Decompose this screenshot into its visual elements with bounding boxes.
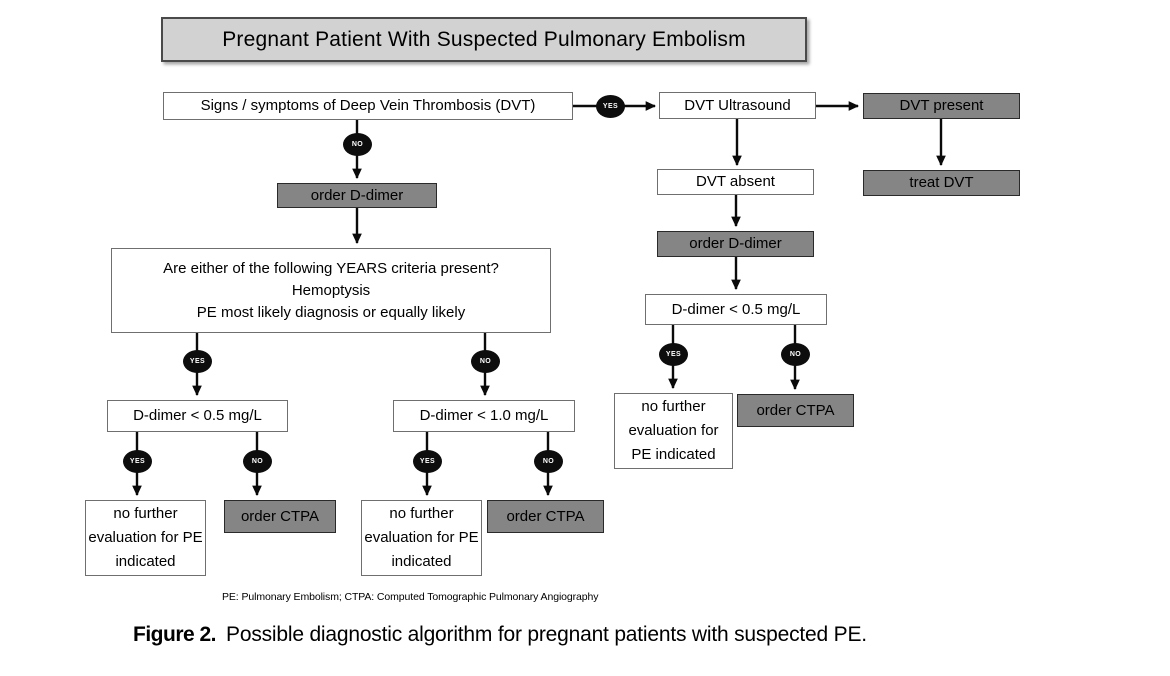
- no-ellipse-ddimer-left: NO: [243, 450, 272, 473]
- years-question: Are either of the following YEARS criter…: [163, 260, 499, 277]
- node-no-further-left: no further evaluation for PE indicated: [85, 500, 206, 576]
- no-ellipse-ddimer-right: NO: [781, 343, 810, 366]
- node-ddimer-05-left: D-dimer < 0.5 mg/L: [107, 400, 288, 432]
- yes-ellipse-ddimer-right: YES: [659, 343, 688, 366]
- node-signs-symptoms-dvt: Signs / symptoms of Deep Vein Thrombosis…: [163, 92, 573, 120]
- node-dvt-ultrasound: DVT Ultrasound: [659, 92, 816, 119]
- node-dvt-absent: DVT absent: [657, 169, 814, 195]
- flowchart-title: Pregnant Patient With Suspected Pulmonar…: [161, 17, 807, 62]
- node-dvt-present: DVT present: [863, 93, 1020, 119]
- node-years-criteria: Are either of the following YEARS criter…: [111, 248, 551, 333]
- figure-caption: Figure 2. Possible diagnostic algorithm f…: [133, 623, 867, 647]
- years-criterion-pe-likely: PE most likely diagnosis or equally like…: [196, 304, 466, 321]
- yes-ellipse-ddimer-10: YES: [413, 450, 442, 473]
- node-no-further-right: no further evaluation for PE indicated: [614, 393, 733, 469]
- figure-caption-label: Figure 2.: [133, 623, 217, 646]
- node-treat-dvt: treat DVT: [863, 170, 1020, 196]
- yes-ellipse-ddimer-left: YES: [123, 450, 152, 473]
- node-order-ctpa-mid: order CTPA: [487, 500, 604, 533]
- node-order-ctpa-right: order CTPA: [737, 394, 854, 427]
- figure-caption-text: Possible diagnostic algorithm for pregna…: [226, 623, 867, 646]
- node-no-further-mid: no further evaluation for PE indicated: [361, 500, 482, 576]
- node-order-ddimer-left: order D-dimer: [277, 183, 437, 208]
- node-ddimer-10: D-dimer < 1.0 mg/L: [393, 400, 575, 432]
- no-ellipse-signs: NO: [343, 133, 372, 156]
- abbreviation-footnote: PE: Pulmonary Embolism; CTPA: Computed T…: [222, 591, 599, 603]
- node-order-ddimer-right: order D-dimer: [657, 231, 814, 257]
- yes-ellipse-signs: YES: [596, 95, 625, 118]
- no-ellipse-years: NO: [471, 350, 500, 373]
- years-criterion-hemoptysis: Hemoptysis: [291, 282, 371, 299]
- node-ddimer-05-right: D-dimer < 0.5 mg/L: [645, 294, 827, 325]
- yes-ellipse-years: YES: [183, 350, 212, 373]
- node-order-ctpa-left: order CTPA: [224, 500, 336, 533]
- no-ellipse-ddimer-10: NO: [534, 450, 563, 473]
